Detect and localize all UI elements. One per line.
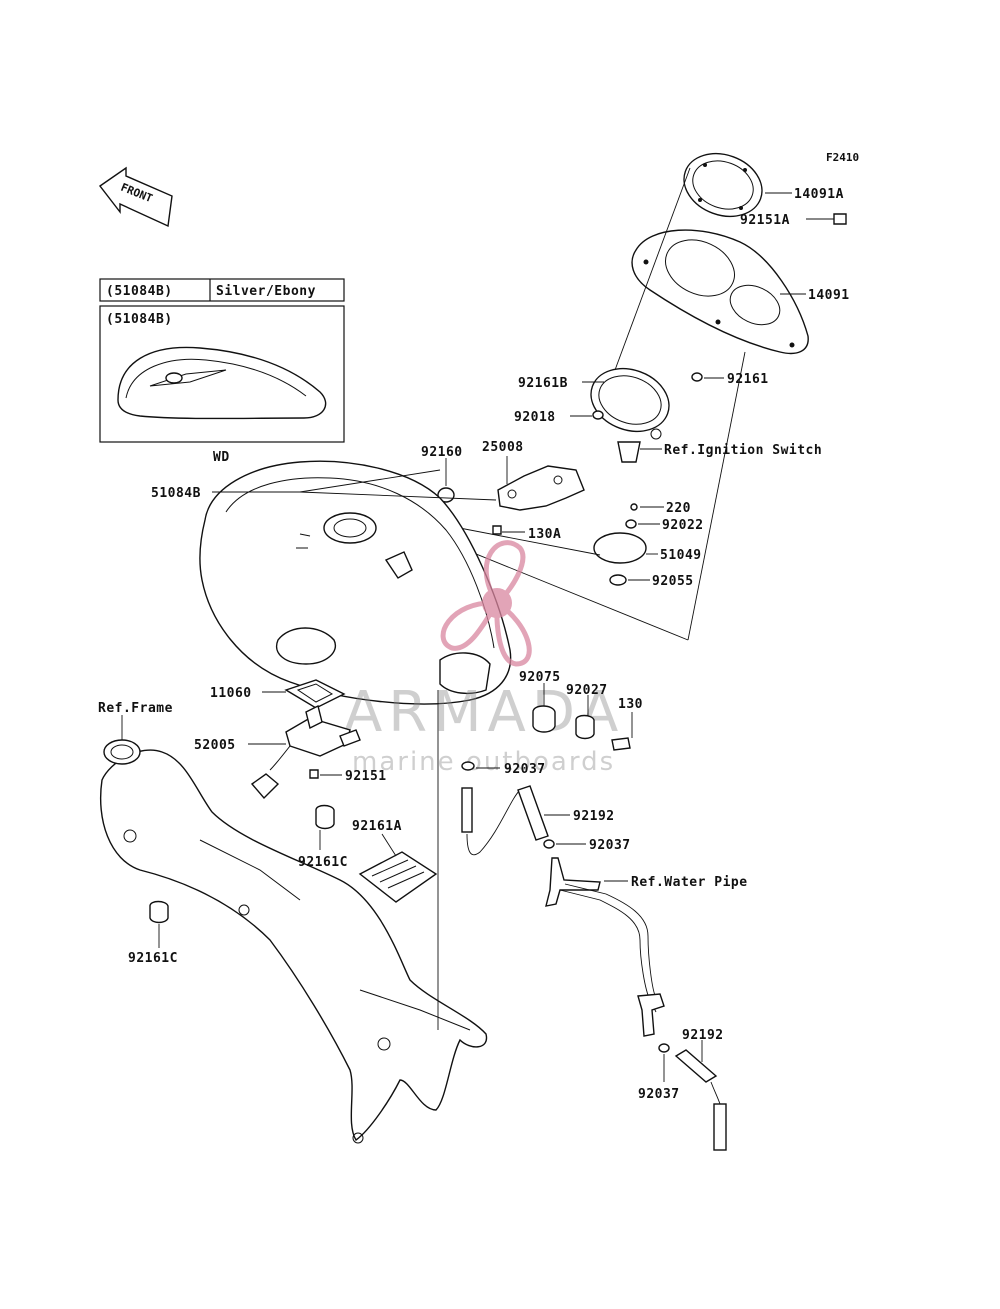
hose-lower-end bbox=[713, 1103, 727, 1151]
callout-130a: 130A bbox=[528, 527, 561, 542]
callout-92151: 92151 bbox=[345, 769, 387, 784]
callout-130: 130 bbox=[618, 697, 643, 712]
armada-watermark: ARMADA marine outboards bbox=[344, 540, 624, 777]
callout-92037-upper: 92037 bbox=[504, 762, 546, 777]
tank-color-inset: (51084B) WD bbox=[99, 305, 345, 465]
frame-ref bbox=[99, 739, 488, 1144]
callout-92161c-upper: 92161C bbox=[298, 855, 348, 870]
callout-92161b: 92161B bbox=[518, 376, 568, 391]
grommet-92161 bbox=[691, 372, 703, 382]
callout-92192-upper: 92192 bbox=[573, 809, 615, 824]
callout-92075: 92075 bbox=[519, 670, 561, 685]
callout-92027: 92027 bbox=[566, 683, 608, 698]
callout-92055: 92055 bbox=[652, 574, 694, 589]
hose-92192-upper bbox=[517, 785, 549, 841]
bracket-25008 bbox=[497, 465, 585, 511]
callout-52005: 52005 bbox=[194, 738, 236, 753]
callout-92037-middle: 92037 bbox=[589, 838, 631, 853]
bolt-130a bbox=[492, 525, 502, 535]
armada-propeller-logo bbox=[440, 540, 532, 667]
callout-51084b: 51084B bbox=[151, 486, 201, 501]
damper-92027 bbox=[575, 714, 595, 740]
ring-92055 bbox=[609, 574, 627, 586]
inset-tank-outline bbox=[117, 346, 327, 420]
nut-92022 bbox=[625, 519, 637, 529]
fuel-pump-52005 bbox=[250, 704, 361, 800]
callout-51049: 51049 bbox=[660, 548, 702, 563]
color-table-part: (51084B) bbox=[106, 284, 173, 299]
callout-92160: 92160 bbox=[421, 445, 463, 460]
callout-11060: 11060 bbox=[210, 686, 252, 701]
callout-92018: 92018 bbox=[514, 410, 556, 425]
callout-92161c-lower: 92161C bbox=[128, 951, 178, 966]
pad-92161a bbox=[358, 851, 438, 903]
fuel-tank-51084b bbox=[199, 460, 512, 705]
bolt-130 bbox=[611, 737, 631, 751]
callout-14091: 14091 bbox=[808, 288, 850, 303]
gasket-11060 bbox=[284, 679, 346, 709]
screw-220 bbox=[630, 503, 638, 511]
callout-14091a: 14091A bbox=[794, 187, 844, 202]
callout-92037-lower: 92037 bbox=[638, 1087, 680, 1102]
inset-caption: WD bbox=[213, 450, 230, 465]
watermark-brand: ARMADA bbox=[344, 680, 624, 745]
clamp-92037-middle bbox=[543, 839, 555, 849]
rubber-92161c-upper bbox=[315, 804, 335, 830]
meter-cover-14091a bbox=[683, 152, 763, 218]
color-table: (51084B) Silver/Ebony bbox=[99, 278, 345, 302]
color-table-color: Silver/Ebony bbox=[216, 284, 316, 299]
damper-92075 bbox=[532, 705, 556, 733]
clamp-92037-upper bbox=[461, 761, 475, 771]
watermark-tagline: marine outboards bbox=[352, 747, 615, 777]
callout-25008: 25008 bbox=[482, 440, 524, 455]
meter-gasket-92161b bbox=[590, 367, 670, 440]
inset-part: (51084B) bbox=[106, 312, 173, 327]
callout-92151a: 92151A bbox=[740, 213, 790, 228]
grommet-92018 bbox=[592, 410, 604, 420]
water-pipe-ref bbox=[545, 857, 665, 1037]
front-direction-arrow: FRONT bbox=[98, 166, 173, 228]
callout-92022: 92022 bbox=[662, 518, 704, 533]
callout-ignition-switch: Ref.Ignition Switch bbox=[664, 443, 822, 458]
figure-code: F2410 bbox=[826, 151, 859, 164]
hose-upper-left bbox=[461, 787, 473, 833]
callout-water-pipe: Ref.Water Pipe bbox=[631, 875, 748, 890]
screw-92151a bbox=[833, 213, 847, 225]
callout-220: 220 bbox=[666, 501, 691, 516]
callout-92161a: 92161A bbox=[352, 819, 402, 834]
callout-92161: 92161 bbox=[727, 372, 769, 387]
rubber-92161c-lower bbox=[149, 900, 169, 924]
clamp-92037-lower bbox=[658, 1043, 670, 1053]
meter-cover-14091 bbox=[631, 229, 809, 355]
callout-frame: Ref.Frame bbox=[98, 701, 173, 716]
hose-92192-lower bbox=[674, 1049, 718, 1083]
cap-51049 bbox=[593, 532, 647, 564]
callout-92192-lower: 92192 bbox=[682, 1028, 724, 1043]
ignition-switch-ref bbox=[617, 441, 641, 463]
screw-92151 bbox=[309, 769, 319, 779]
